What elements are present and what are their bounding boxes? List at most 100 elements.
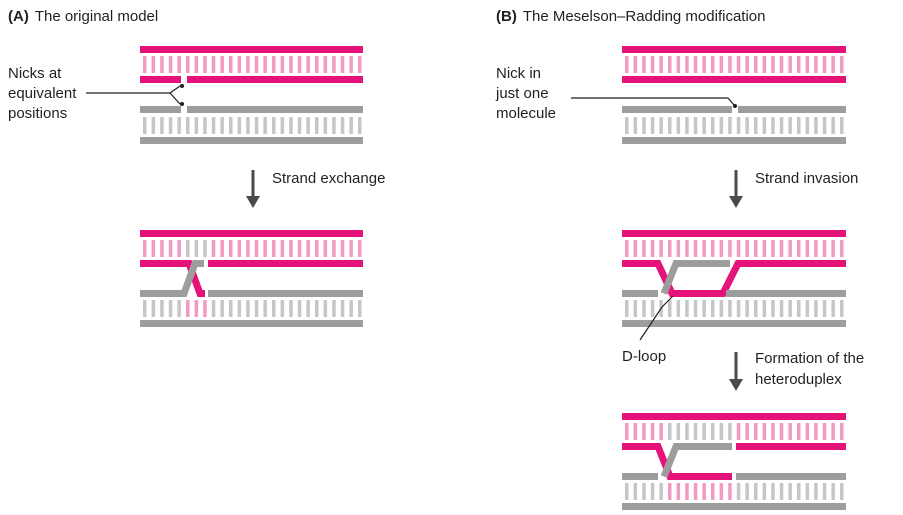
base-pair bbox=[814, 56, 818, 73]
base-pair bbox=[685, 423, 689, 440]
gray-top-strand-right bbox=[736, 473, 846, 480]
base-pair bbox=[702, 56, 706, 73]
base-pair bbox=[323, 56, 328, 73]
base-pair bbox=[160, 56, 164, 73]
base-pair bbox=[728, 483, 732, 500]
base-pair bbox=[702, 423, 706, 440]
base-pair bbox=[676, 300, 681, 317]
base-pair bbox=[211, 56, 216, 73]
base-pair bbox=[272, 56, 276, 73]
panel-b: (B)The Meselson–Radding modification Nic… bbox=[495, 8, 864, 510]
base-pair bbox=[659, 117, 663, 134]
base-pair bbox=[246, 240, 250, 257]
base-pair bbox=[203, 240, 207, 257]
base-pair bbox=[143, 56, 147, 73]
gray-bottom-strand bbox=[622, 503, 846, 510]
base-pair bbox=[633, 117, 638, 134]
base-pair bbox=[676, 240, 681, 257]
nick-label-line2: equivalent bbox=[8, 85, 77, 102]
base-pair bbox=[676, 56, 681, 73]
base-pair bbox=[211, 300, 216, 317]
base-pair bbox=[831, 300, 835, 317]
d-loop-leader-line bbox=[639, 295, 674, 341]
base-pair bbox=[625, 56, 629, 73]
base-pair bbox=[840, 300, 844, 317]
base-pair bbox=[814, 483, 818, 500]
base-pair bbox=[194, 300, 199, 317]
base-pair bbox=[745, 483, 749, 500]
base-pair bbox=[771, 240, 775, 257]
base-pair bbox=[736, 56, 741, 73]
base-pair bbox=[736, 300, 741, 317]
base-pair bbox=[831, 483, 835, 500]
base-pair bbox=[805, 56, 810, 73]
base-pair bbox=[272, 117, 276, 134]
base-pair bbox=[297, 300, 302, 317]
exchanged-strand bbox=[660, 443, 732, 478]
base-pair bbox=[685, 56, 689, 73]
base-pair bbox=[220, 56, 224, 73]
base-pair bbox=[272, 240, 276, 257]
magenta-bottom-strand-left bbox=[622, 260, 655, 267]
base-pair bbox=[805, 300, 810, 317]
panel-a-nick-label: Nicks at equivalent positions bbox=[8, 65, 77, 122]
base-pair bbox=[822, 56, 827, 73]
base-pair bbox=[788, 56, 792, 73]
magenta-top-strand bbox=[140, 230, 363, 237]
base-pair bbox=[168, 56, 173, 73]
base-pair bbox=[340, 240, 345, 257]
base-pair bbox=[143, 240, 147, 257]
base-pair bbox=[685, 300, 689, 317]
base-pair bbox=[822, 423, 827, 440]
base-pair bbox=[186, 240, 190, 257]
panel-a-step-arrow bbox=[246, 170, 260, 208]
base-pair bbox=[151, 117, 156, 134]
gray-top-strand-left bbox=[622, 473, 658, 480]
panel-a-duplexes-after bbox=[140, 230, 363, 327]
base-pair bbox=[340, 117, 345, 134]
base-pair bbox=[728, 56, 732, 73]
base-pair bbox=[668, 56, 672, 73]
base-pair bbox=[668, 117, 672, 134]
base-pair bbox=[805, 117, 810, 134]
base-pair bbox=[151, 56, 156, 73]
gray-top-strand-right bbox=[208, 290, 363, 297]
base-pair bbox=[702, 240, 706, 257]
magenta-bottom-strand-right bbox=[745, 260, 846, 267]
base-pair bbox=[297, 117, 302, 134]
panel-b-title: (B)The Meselson–Radding modification bbox=[496, 8, 765, 25]
leader-lines bbox=[86, 84, 737, 341]
nick-marker bbox=[180, 84, 184, 88]
base-pair bbox=[263, 240, 267, 257]
base-pair bbox=[805, 240, 810, 257]
base-pair bbox=[693, 117, 698, 134]
base-pair bbox=[754, 240, 758, 257]
base-pair bbox=[263, 56, 267, 73]
base-pair bbox=[650, 240, 655, 257]
base-pair bbox=[840, 483, 844, 500]
base-pair bbox=[194, 56, 199, 73]
base-pair bbox=[728, 117, 732, 134]
nick-label-line1: Nicks at bbox=[8, 65, 62, 82]
base-pair bbox=[650, 117, 655, 134]
base-pair bbox=[254, 240, 259, 257]
base-pair bbox=[685, 117, 689, 134]
base-pair bbox=[693, 56, 698, 73]
gray-bottom-strand bbox=[622, 137, 846, 144]
panel-a: (A)The original model Nicks at equivalen… bbox=[8, 8, 385, 327]
base-pair bbox=[719, 56, 724, 73]
base-pair bbox=[229, 240, 233, 257]
base-pair bbox=[840, 240, 844, 257]
base-pair bbox=[340, 300, 345, 317]
base-pair bbox=[246, 56, 250, 73]
base-pair bbox=[685, 240, 689, 257]
magenta-top-strand bbox=[622, 46, 846, 53]
base-pair bbox=[797, 423, 801, 440]
base-pair bbox=[349, 240, 353, 257]
base-pair bbox=[728, 240, 732, 257]
nick-label-line2: just one bbox=[495, 85, 549, 102]
base-pair bbox=[237, 56, 242, 73]
base-pair bbox=[625, 240, 629, 257]
base-pair bbox=[323, 300, 328, 317]
base-pair bbox=[762, 240, 767, 257]
